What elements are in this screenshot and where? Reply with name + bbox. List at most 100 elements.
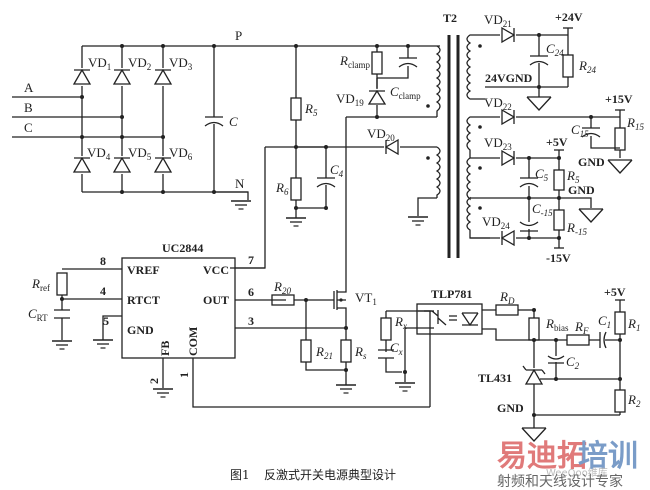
input-b-label: B — [24, 100, 33, 115]
vd5-label: VD5 — [128, 145, 152, 162]
diode-vd21 — [501, 26, 516, 44]
ic-name: UC2844 — [162, 241, 203, 255]
resistor-rbias — [528, 317, 540, 341]
resistor-r15 — [614, 127, 626, 151]
vd20-label: VD20 — [367, 126, 395, 143]
gnd-5v-label: GND — [568, 183, 595, 197]
pin-fb-label: FB — [158, 341, 172, 356]
r2-label: R2 — [627, 392, 641, 409]
rail-15v-label: +15V — [605, 92, 633, 106]
r20-label: R20 — [273, 279, 291, 296]
c15-label: C15 — [571, 122, 589, 139]
r24-label: R24 — [578, 58, 596, 75]
pin-rtct-label: RTCT — [127, 293, 160, 307]
resistor-rref — [56, 272, 68, 296]
pin-5-num: 5 — [103, 314, 109, 328]
transformer-t2: T2 — [426, 11, 490, 258]
r6-label: R6 — [275, 180, 289, 197]
vd19-label: VD19 — [336, 91, 364, 108]
watermark-site: WeeQoo维库 — [546, 466, 608, 479]
aux-winding — [435, 146, 441, 198]
resistor-rs — [340, 339, 352, 363]
output-5v-neg15v: VD23 +5V C5 R5 GND C-15 R-15 VD24 -15V — [470, 135, 604, 265]
resistor-r1 — [614, 311, 626, 335]
watermark-tagline: 射频和天线设计专家 — [497, 473, 623, 490]
input-c-label: C — [24, 120, 33, 135]
resistor-r5-out — [553, 169, 565, 191]
resistor-rf — [566, 334, 590, 346]
resistor-r6 — [290, 177, 302, 201]
opto-label: TLP781 — [431, 287, 472, 301]
rx-label: Rx — [394, 314, 407, 331]
gnd-15v-label: GND — [578, 155, 605, 169]
rbias-label: Rbias — [545, 316, 569, 333]
crt-label: CRT — [28, 306, 48, 323]
input-a-label: A — [24, 80, 34, 95]
pin-2-num: 2 — [147, 378, 161, 384]
r-15-label: R-15 — [566, 220, 587, 237]
c-15-label: C-15 — [532, 201, 553, 218]
secondary-winding-multi — [466, 116, 490, 239]
t2-label: T2 — [443, 11, 457, 25]
ic-body — [121, 257, 236, 359]
r15-label: R15 — [626, 115, 644, 132]
resistor-rclamp — [371, 51, 383, 75]
pin-com-label: COM — [186, 327, 200, 356]
c2-label: C2 — [566, 354, 580, 371]
c4-label: C4 — [330, 162, 344, 179]
figure-caption: 反激式开关电源典型设计 — [264, 468, 396, 482]
pin-out-label: OUT — [203, 293, 229, 307]
vt1-label: VT1 — [355, 290, 377, 307]
pin-1-num: 1 — [177, 372, 191, 378]
pin-8-num: 8 — [100, 254, 106, 268]
rail-5v-label: +5V — [546, 135, 568, 149]
pin-6-num: 6 — [248, 285, 254, 299]
diode-vd22 — [501, 108, 516, 126]
rd-label: RD — [499, 289, 515, 306]
gnd-24v-label: 24VGND — [485, 71, 533, 85]
startup-network: R5 R6 C4 — [230, 44, 344, 269]
diode-vd19 — [367, 89, 387, 105]
vd1-label: VD1 — [88, 55, 111, 72]
diode-vd1 — [72, 68, 92, 86]
pin-4-num: 4 — [100, 284, 106, 298]
c24-label: C24 — [546, 41, 564, 58]
cx-label: Cx — [390, 340, 403, 357]
pin-7-num: 7 — [248, 253, 254, 267]
rclamp-label: Rclamp — [339, 53, 370, 70]
vd2-label: VD2 — [128, 55, 151, 72]
resistor-r24 — [562, 54, 574, 78]
r5-label: R5 — [304, 101, 318, 118]
pin-vcc-label: VCC — [203, 263, 229, 277]
watermark-brand-b: 培训 — [578, 439, 638, 474]
resistor-r21 — [300, 339, 312, 363]
resistor-r5 — [290, 97, 302, 121]
pin-3-num: 3 — [248, 314, 254, 328]
watermark-brand-a: 易迪拓 — [497, 439, 587, 474]
tl431-label: TL431 — [478, 371, 512, 385]
rail-neg15v-label: -15V — [546, 251, 571, 265]
diode-vd24 — [500, 229, 515, 247]
rf-label: RF — [574, 319, 589, 336]
vd4-label: VD4 — [87, 145, 111, 162]
bus-n-label: N — [235, 176, 245, 191]
r1-label: R1 — [627, 316, 640, 333]
bus-p-label: P — [235, 28, 242, 43]
uc2844-controller: UC2844 VREF RTCT GND VCC OUT FB COM 8 4 … — [28, 241, 430, 408]
rref-label: Rref — [31, 276, 50, 293]
vd3-label: VD3 — [169, 55, 193, 72]
resistor-rd — [495, 304, 519, 316]
tl431-shunt — [522, 365, 546, 385]
r21-label: R21 — [315, 344, 333, 361]
cclamp-label: Cclamp — [390, 84, 421, 101]
optocoupler-tlp781 — [416, 303, 483, 335]
vd23-label: VD23 — [484, 135, 512, 152]
secondary-winding-24v — [466, 34, 485, 100]
rcd-clamp: Rclamp Cclamp VD19 — [336, 44, 437, 290]
diode-vd20 — [384, 138, 399, 156]
rail-24v-label: +24V — [555, 10, 583, 24]
pin-vref-label: VREF — [127, 263, 160, 277]
vd6-label: VD6 — [169, 145, 193, 162]
resistor-r-15 — [553, 209, 565, 231]
